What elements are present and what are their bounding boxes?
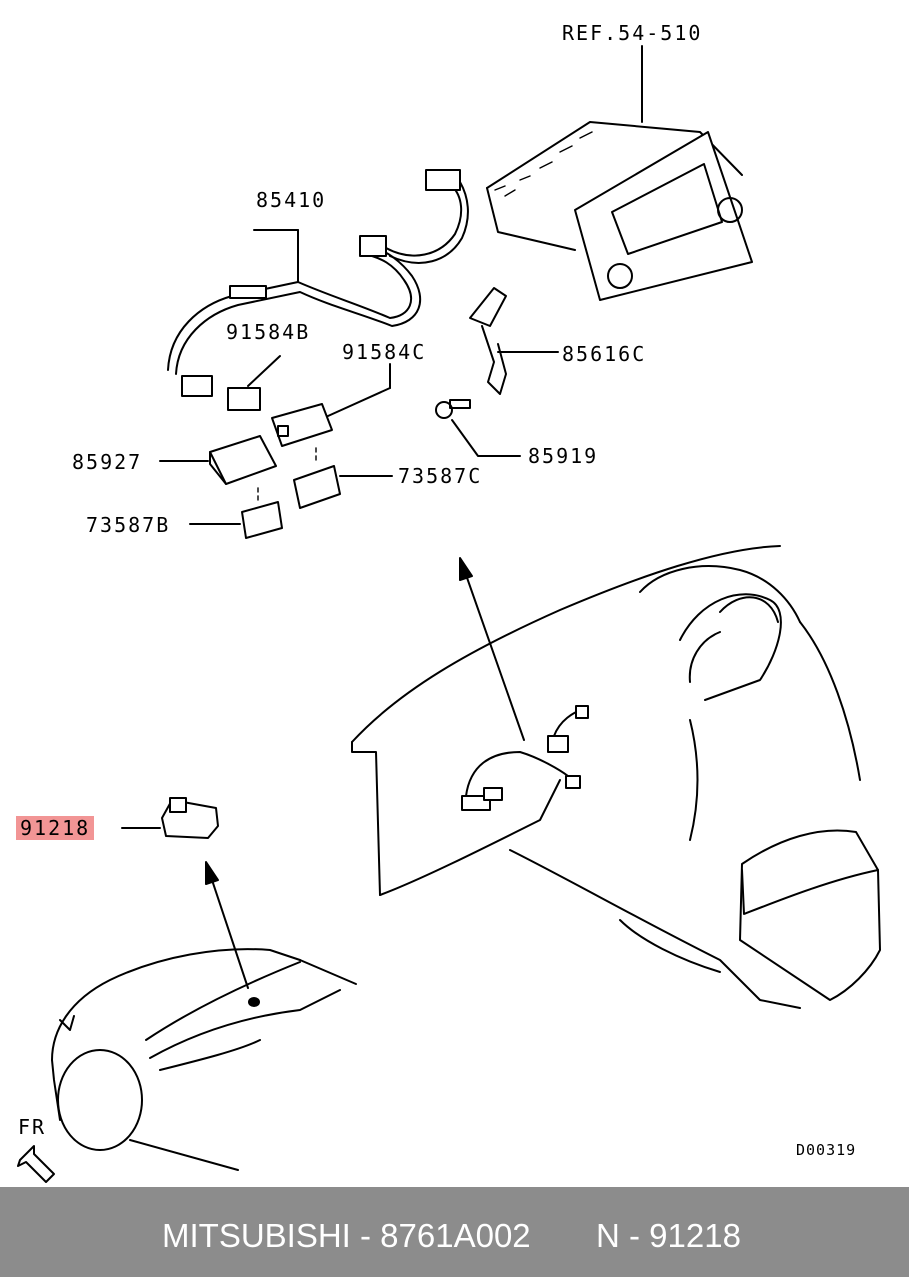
part-85927-label: 85927	[72, 450, 143, 474]
switch-91218	[121, 797, 219, 839]
part-91218-label: 91218	[16, 816, 95, 840]
part-85919-label: 85919	[528, 444, 599, 468]
part-73587b-label: 73587B	[86, 513, 171, 537]
footer-bar: MITSUBISHI - 8761A002 N - 91218	[0, 1187, 909, 1277]
dashboard	[351, 545, 881, 1009]
line-art	[17, 45, 881, 1183]
parts-diagram: REF.54-510 85410 91584B 91584C 85616C 85…	[16, 21, 881, 1183]
part-73587c-label: 73587C	[398, 464, 483, 488]
front-direction-label: FR	[18, 1115, 47, 1139]
part-91584b-label: 91584B	[226, 320, 311, 344]
car-body	[51, 948, 357, 1171]
ref-label: REF.54-510	[562, 21, 703, 45]
harness-85410	[167, 169, 469, 397]
part-85616c-label: 85616C	[562, 342, 647, 366]
audio-unit	[486, 121, 753, 301]
diagram-code: D00319	[796, 1141, 857, 1159]
footer-brand-part-number: MITSUBISHI - 8761A002	[162, 1217, 531, 1254]
part-85410-label: 85410	[256, 188, 327, 212]
part-91584c-label: 91584C	[342, 340, 427, 364]
footer-position-number: N - 91218	[596, 1217, 741, 1254]
